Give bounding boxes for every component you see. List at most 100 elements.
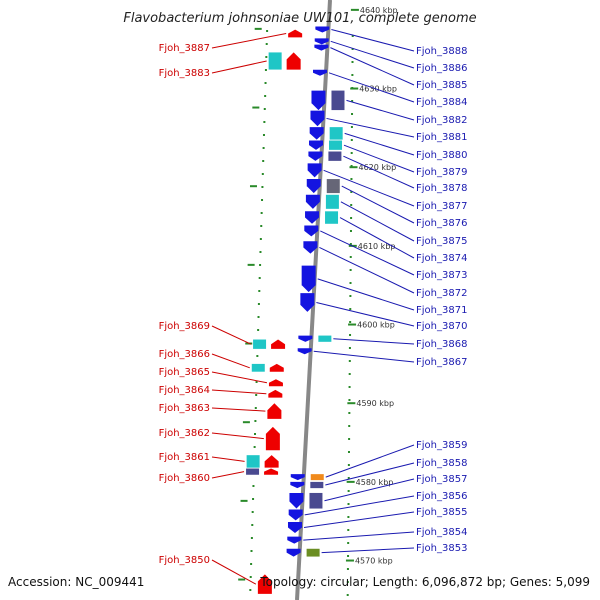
gene-label-left[interactable]: Fjoh_3850 — [159, 555, 210, 566]
gene-arrow-forward — [264, 455, 279, 468]
tick-dot-left — [264, 69, 267, 71]
gene-label-right[interactable]: Fjoh_3875 — [416, 236, 467, 247]
gene-label-right[interactable]: Fjoh_3882 — [416, 115, 467, 126]
gene-arrow-forward — [286, 52, 301, 70]
gene-arrow-reverse — [298, 335, 313, 342]
gene-arrow-reverse — [301, 265, 316, 293]
gene-label-right[interactable]: Fjoh_3856 — [416, 491, 467, 502]
cog-box-purple — [310, 481, 324, 489]
gene-label-right[interactable]: Fjoh_3881 — [416, 132, 467, 143]
tick-dot-left — [260, 212, 263, 214]
gene-label-right[interactable]: Fjoh_3885 — [416, 80, 467, 91]
gene-label-right[interactable]: Fjoh_3858 — [416, 458, 467, 469]
gene-label-right[interactable]: Fjoh_3868 — [416, 339, 467, 350]
tick-dot-left — [250, 563, 253, 565]
tick-dot-left — [257, 329, 260, 331]
callout-line — [304, 495, 415, 516]
callout-line — [323, 169, 415, 207]
tick-dot-right — [347, 555, 350, 557]
gene-arrow-forward — [267, 403, 282, 419]
scale-label: 4630 kbp — [359, 85, 397, 94]
major-tick-inner — [240, 499, 248, 502]
gene-label-left[interactable]: Fjoh_3869 — [159, 321, 210, 332]
tick-dot-right — [348, 386, 351, 388]
callout-line — [325, 444, 415, 478]
tick-dot-left — [253, 446, 256, 448]
callout-line — [324, 478, 415, 502]
tick-dot-left — [261, 186, 264, 188]
tick-dot-left — [251, 511, 254, 513]
callout-line — [313, 350, 415, 363]
gene-label-left[interactable]: Fjoh_3865 — [159, 367, 210, 378]
gene-label-right[interactable]: Fjoh_3871 — [416, 305, 467, 316]
tick-dot-left — [254, 407, 257, 409]
gene-label-left[interactable]: Fjoh_3862 — [159, 428, 210, 439]
tick-dot-left — [255, 381, 258, 383]
gene-label-right[interactable]: Fjoh_3880 — [416, 150, 467, 161]
tick-dot-left — [257, 316, 260, 318]
gene-arrow-reverse — [314, 38, 329, 45]
gene-label-right[interactable]: Fjoh_3874 — [416, 253, 467, 264]
cog-box-cyan — [253, 339, 267, 349]
tick-dot-right — [349, 243, 352, 245]
tick-dot-left — [256, 355, 259, 357]
gene-label-left[interactable]: Fjoh_3861 — [159, 452, 210, 463]
gene-label-right[interactable]: Fjoh_3879 — [416, 167, 467, 178]
cog-box-purple — [331, 90, 345, 111]
gene-arrow-forward — [264, 468, 279, 475]
gene-label-right[interactable]: Fjoh_3888 — [416, 46, 467, 57]
gene-arrow-forward — [269, 363, 284, 372]
major-tick-inner — [249, 185, 257, 188]
tick-dot-right — [348, 399, 351, 401]
gene-label-right[interactable]: Fjoh_3870 — [416, 321, 467, 332]
gene-label-left[interactable]: Fjoh_3860 — [159, 473, 210, 484]
gene-label-left[interactable]: Fjoh_3883 — [159, 68, 210, 79]
gene-label-left[interactable]: Fjoh_3887 — [159, 43, 210, 54]
gene-label-right[interactable]: Fjoh_3853 — [416, 543, 467, 554]
tick-dot-left — [262, 134, 265, 136]
callout-line — [343, 155, 415, 189]
gene-label-right[interactable]: Fjoh_3884 — [416, 97, 467, 108]
gene-label-right[interactable]: Fjoh_3855 — [416, 507, 467, 518]
tick-dot-left — [262, 147, 265, 149]
gene-arrow-reverse — [306, 179, 321, 194]
gene-label-right[interactable]: Fjoh_3857 — [416, 474, 467, 485]
gene-arrow-reverse — [290, 481, 305, 489]
gene-arrow-reverse — [303, 241, 318, 254]
callout-line — [325, 462, 415, 486]
tick-dot-right — [349, 230, 352, 232]
tick-dot-right — [351, 35, 354, 37]
gene-label-right[interactable]: Fjoh_3873 — [416, 270, 467, 281]
callout-line — [211, 32, 287, 49]
gene-label-left[interactable]: Fjoh_3864 — [159, 385, 210, 396]
callout-line — [303, 531, 415, 541]
gene-callouts: Fjoh_3887Fjoh_3883Fjoh_3869Fjoh_3866Fjoh… — [159, 29, 467, 585]
gene-label-right[interactable]: Fjoh_3877 — [416, 201, 467, 212]
scale-label: 4610 kbp — [358, 242, 396, 251]
callout-line — [211, 559, 257, 585]
tick-dot-left — [262, 160, 265, 162]
gene-label-right[interactable]: Fjoh_3878 — [416, 183, 467, 194]
gene-label-right[interactable]: Fjoh_3867 — [416, 357, 467, 368]
tick-dot-right — [346, 581, 349, 583]
gene-label-right[interactable]: Fjoh_3859 — [416, 440, 467, 451]
major-tick — [349, 166, 358, 169]
tick-dot-left — [258, 290, 261, 292]
gene-arrow-reverse — [310, 110, 325, 127]
gene-arrow-forward — [268, 379, 283, 387]
gene-label-right[interactable]: Fjoh_3886 — [416, 63, 467, 74]
tick-dot-left — [265, 56, 268, 58]
gene-label-right[interactable]: Fjoh_3854 — [416, 527, 467, 538]
tick-dot-right — [347, 490, 350, 492]
gene-label-left[interactable]: Fjoh_3866 — [159, 349, 210, 360]
tick-dot-right — [349, 282, 352, 284]
gene-arrow-reverse — [307, 163, 322, 178]
gene-label-right[interactable]: Fjoh_3872 — [416, 288, 467, 299]
tick-dot-left — [260, 225, 263, 227]
tick-dot-right — [348, 412, 351, 414]
major-tick-inner — [247, 263, 255, 266]
gene-label-left[interactable]: Fjoh_3863 — [159, 403, 210, 414]
scale-label: 4640 kbp — [360, 6, 398, 15]
gene-label-right[interactable]: Fjoh_3876 — [416, 218, 467, 229]
